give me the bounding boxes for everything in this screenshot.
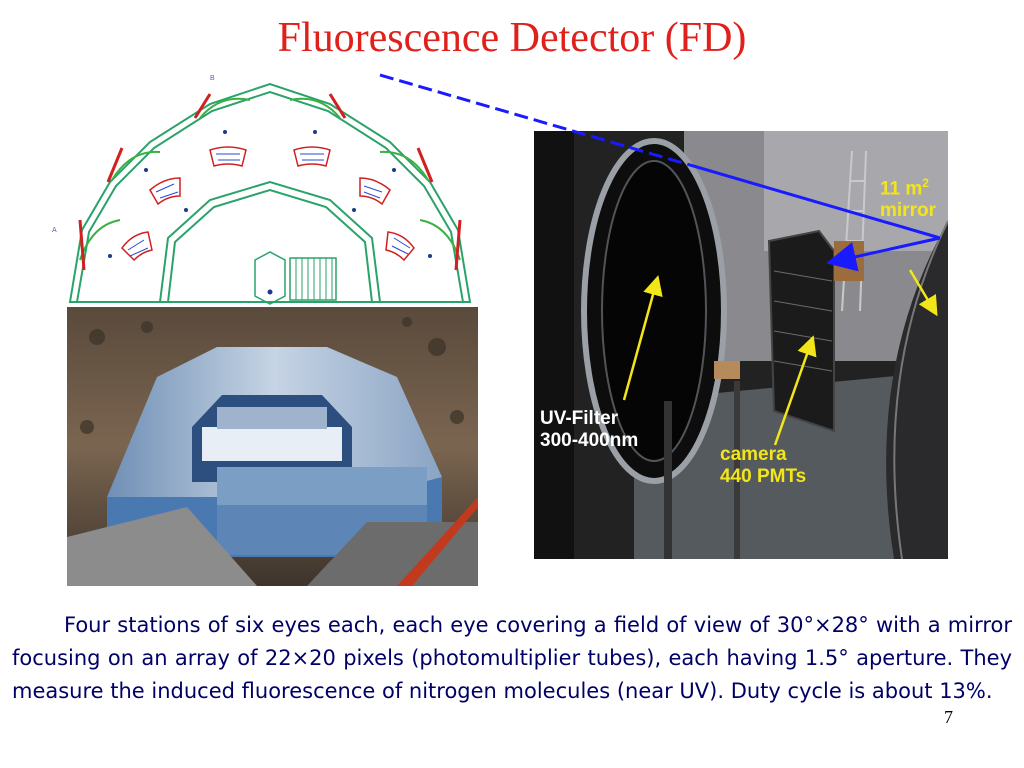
page-number: 7 [944, 707, 953, 727]
floorplan-marker-a: A [52, 227, 57, 234]
building-floorplan: A B [52, 75, 472, 305]
camera-label: camera 440 PMTs [720, 444, 807, 487]
telescope-bays [78, 93, 462, 271]
floorplan-marker-b: B [210, 75, 215, 82]
aerial-photo [67, 307, 478, 586]
mirror-label: 11 m2 mirror [880, 176, 936, 222]
uv-filter-label: UV-Filter 300-400nm [540, 408, 639, 451]
slide-caption: Four stations of six eyes each, each eye… [12, 613, 1012, 703]
slide-title: Fluorescence Detector (FD) [277, 15, 747, 61]
